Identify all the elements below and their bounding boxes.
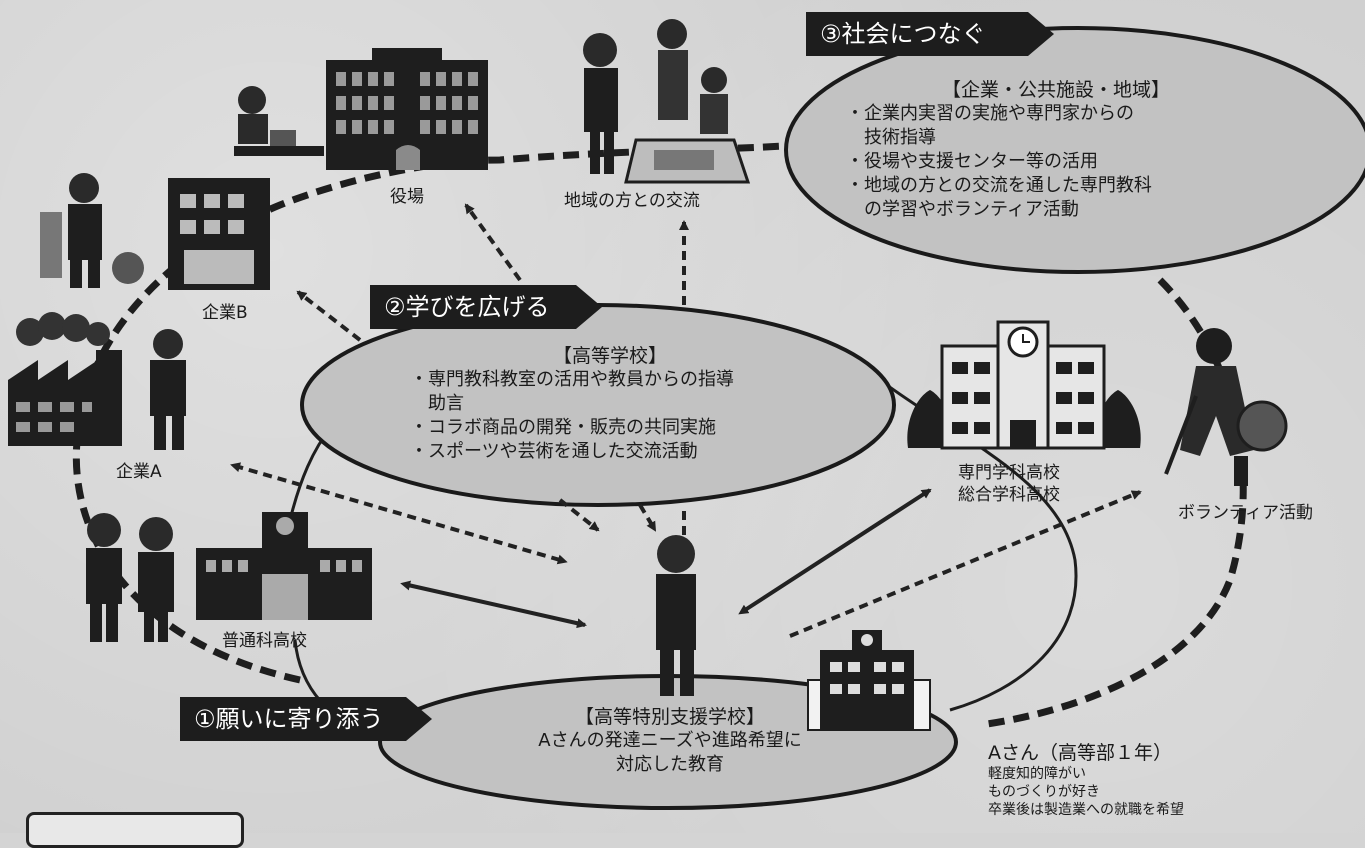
arrow-to-volunteer [789, 490, 1142, 638]
banner-manabi: ②学びを広げる [370, 285, 602, 329]
label-kigyo-b: 企業B [202, 303, 248, 323]
corner-legend-box [26, 812, 244, 848]
arrow-center-1 [558, 498, 600, 532]
banner-negai: ①願いに寄り添う [180, 697, 432, 741]
student-profile: Aさん（高等部１年） 軽度知的障がい ものづくりが好き 卒業後は製造業への就職を… [988, 738, 1184, 819]
cleaning-worker-icon [40, 173, 144, 288]
label-senmon-1: 専門学科高校 [958, 463, 1060, 483]
society-item: ・企業内実習の実施や専門家からの [846, 103, 1134, 124]
society-item: ・地域の方との交流を通した専門教科 [846, 175, 1152, 196]
businessman-icon [150, 329, 186, 450]
arrow-senmon-student [738, 488, 932, 615]
high-school-heading: 【高等学校】 [552, 345, 667, 367]
high-school-item: ・専門教科教室の活用や教員からの指導 [410, 369, 734, 390]
volunteer-person-icon [1164, 328, 1288, 486]
special-school-text-box: 【高等特別支援学校】 Aさんの発達ニーズや進路希望に 対応した教育 [500, 705, 840, 777]
parents-icon [86, 513, 174, 642]
arrow-center-2 [638, 503, 657, 532]
high-school-item: ・コラボ商品の開発・販売の共同実施 [410, 417, 716, 438]
arrow-to-kigyo-a [230, 462, 568, 565]
label-volunteer: ボランティア活動 [1178, 503, 1313, 523]
society-item: ・役場や支援センター等の活用 [846, 151, 1098, 172]
society-heading: 【企業・公共施設・地域】 [941, 79, 1170, 101]
label-futsuka: 普通科高校 [222, 631, 307, 651]
arrow-to-yakuba [464, 203, 522, 282]
society-item: の学習やボランティア活動 [846, 199, 1079, 220]
community-people-icon [583, 19, 751, 184]
label-yakuba: 役場 [390, 187, 424, 207]
ellipse-society [784, 26, 1365, 274]
label-chiiki: 地域の方との交流 [564, 191, 700, 211]
special-school-item: 対応した教育 [616, 754, 724, 775]
special-school-icon [807, 630, 931, 731]
arrow-to-kigyo-b [296, 290, 362, 342]
profile-name: Aさん（高等部１年） [988, 742, 1172, 764]
high-school-item: 助言 [410, 393, 464, 414]
profile-line: 軽度知的障がい [988, 766, 1086, 782]
society-text-box: 【企業・公共施設・地域】 ・企業内実習の実施や専門家からの 技術指導 ・役場や支… [846, 78, 1266, 222]
high-school-item: ・スポーツや芸術を通した交流活動 [410, 441, 698, 462]
label-senmon-2: 総合学科高校 [958, 485, 1060, 505]
special-school-item: Aさんの発達ニーズや進路希望に [538, 730, 802, 751]
kigyo-b-building-icon [168, 178, 270, 290]
profile-line: 卒業後は製造業への就職を希望 [988, 802, 1184, 818]
high-school-text-box: 【高等学校】 ・専門教科教室の活用や教員からの指導 助言 ・コラボ商品の開発・販… [410, 344, 810, 464]
arrow-futsuka-student [400, 580, 587, 629]
futsuka-school-icon [196, 512, 372, 620]
banner-shakai: ③社会につなぐ [806, 12, 1054, 56]
senmon-school-icon [907, 320, 1141, 450]
factory-icon [8, 312, 122, 446]
yakuba-building-icon [326, 48, 488, 170]
society-item: 技術指導 [846, 127, 936, 148]
label-kigyo-a: 企業A [116, 462, 162, 482]
special-school-heading: 【高等特別支援学校】 [574, 706, 765, 728]
profile-line: ものづくりが好き [988, 784, 1100, 800]
office-worker-icon [234, 86, 324, 156]
student-a-icon [656, 535, 696, 696]
